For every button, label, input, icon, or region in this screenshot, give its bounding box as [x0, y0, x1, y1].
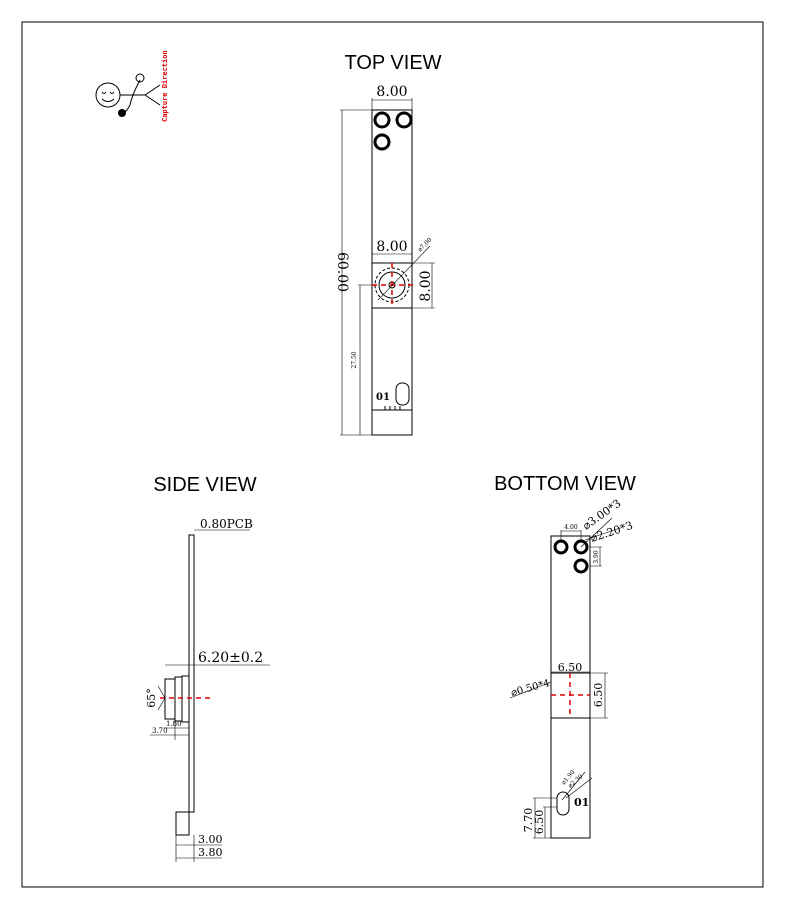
- connector-dim-a: 3.00: [198, 833, 223, 846]
- side-view: SIDE VIEW 0.80PCB 6.20±0.2 65° 1.80 3.70…: [145, 474, 270, 862]
- hole-vspacing-dim: 3.90: [593, 550, 600, 564]
- mount-hole-icon: [573, 558, 589, 574]
- mount-hole-icon: [395, 111, 413, 129]
- pin-diameter-dim: ⌀0.50*4: [510, 678, 551, 699]
- connector-dim-b: 3.80: [198, 846, 223, 859]
- bottom-view: BOTTOM VIEW 4.00 ⌀3.00*3 ⌀2.20*3 3.90 6.…: [494, 473, 636, 839]
- side-connector: [175, 811, 190, 836]
- mount-hole-icon: [373, 133, 391, 151]
- connector-label: 01: [376, 392, 390, 403]
- pad-height-dim: 6.50: [592, 683, 605, 708]
- logo-text: Capture Direction: [161, 50, 169, 122]
- camera-height-dim: 8.00: [418, 270, 434, 301]
- total-height-dim: 60.00: [334, 252, 350, 292]
- capture-direction-logo: Capture Direction: [95, 50, 169, 122]
- top-width-dim: 8.00: [376, 84, 407, 100]
- dim-b: 3.70: [152, 727, 168, 735]
- dim-a: 1.80: [166, 720, 182, 728]
- slot-y2-dim: 6.50: [533, 810, 546, 835]
- mount-hole-icon: [373, 111, 391, 129]
- slot-hole-icon: [556, 791, 570, 816]
- hole-spacing-dim: 4.00: [564, 524, 578, 531]
- lens-height-dim: 6.20±0.2: [198, 650, 263, 666]
- view-angle-dim: 65°: [145, 688, 158, 708]
- lens-barrel: [164, 678, 176, 720]
- top-view-title: TOP VIEW: [344, 52, 441, 74]
- side-pcb: [188, 534, 195, 813]
- mount-hole-icon: [553, 539, 569, 555]
- drawing-border: [21, 21, 764, 888]
- connector: [371, 409, 413, 436]
- side-view-title: SIDE VIEW: [153, 474, 256, 496]
- pad-width-dim: 6.50: [558, 661, 583, 674]
- lens-offset-dim: 27.50: [351, 351, 358, 368]
- bottom-view-title: BOTTOM VIEW: [494, 473, 636, 495]
- slot-y1-dim: 7.70: [522, 808, 535, 833]
- slot-hole-icon: [395, 382, 410, 406]
- pcb-thickness-dim: 0.80PCB: [200, 517, 253, 531]
- top-view: TOP VIEW 8.00 8.00 ⌀7.00 8.00 60.00 27.5…: [334, 52, 442, 436]
- mid-width-dim: 8.00: [376, 239, 407, 255]
- bottom-connector-label: 01: [574, 796, 589, 809]
